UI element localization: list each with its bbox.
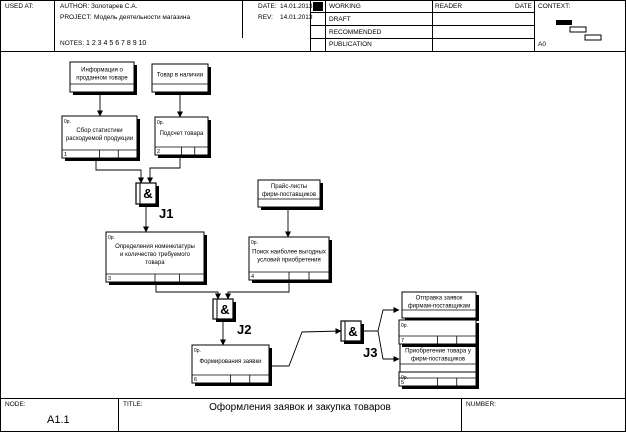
connector-arrow: [361, 330, 400, 362]
doc-send-orders-label: Отправка заявок: [416, 296, 463, 302]
number-label: NUMBER:: [466, 401, 496, 408]
project-label: PROJECT:: [60, 14, 92, 21]
j2-junction: &J2: [212, 298, 251, 337]
project-value: Модель деятельности магазина: [94, 14, 191, 21]
doc-send-orders-label: фирмам-поставщикам: [408, 304, 471, 310]
doc-price-lists-label: фирм-поставщиков: [262, 192, 316, 198]
act-4-tag: 0р.: [251, 240, 258, 246]
doc-buy-goods: Приобретение товара у фирм-поставщиков: [399, 343, 479, 375]
act-2-number: 2: [157, 149, 160, 155]
reader-date-label: DATE: [515, 3, 532, 10]
act-7: 0р. 7: [398, 319, 479, 347]
connector-arrow: [147, 155, 181, 184]
act-6: 0р. 6 Формирования заявки: [191, 344, 272, 386]
connector-arrow: [155, 282, 221, 300]
context-label: CONTEXT:: [538, 3, 571, 10]
act-2-tag: 0р.: [157, 120, 164, 126]
act-5-tag: 0р.: [401, 375, 408, 381]
act-4-label: условий приобретения: [257, 257, 321, 264]
act-3: 0р. 3 Определения номенклатуры и количество…: [105, 231, 207, 285]
act-1-label: Сбор статистики: [76, 128, 122, 134]
j1-symbol: &: [143, 186, 152, 201]
act-3-tag: 0р.: [108, 235, 115, 241]
act-5-number: 5: [401, 380, 404, 386]
connector-arrow: [95, 158, 144, 184]
status-draft: DRAFT: [329, 16, 351, 23]
doc-price-lists-label: Прайс-листы: [271, 183, 307, 190]
act-2-label: Подсчет товара: [160, 131, 204, 137]
doc-sales-info: Информация о проданном товаре: [69, 61, 137, 95]
act-3-label: и количество требуемого: [120, 252, 191, 258]
act-2: 0р. 2 Подсчет товара: [154, 116, 211, 158]
author-value: Золотарев С.А.: [91, 3, 138, 10]
working-status-marker: [313, 2, 323, 11]
status-publication: PUBLICATION: [329, 41, 372, 48]
connector-arrow: [225, 280, 290, 300]
status-working: WORKING: [329, 3, 361, 10]
j2-symbol: &: [220, 302, 229, 317]
shapes: Информация о проданном товаре Товар в нали…: [61, 61, 479, 389]
arrows: [95, 92, 400, 367]
context-thumbnail: [556, 20, 602, 41]
j3-junction: &J3: [340, 320, 377, 360]
j2-label: J2: [237, 322, 251, 337]
act-6-number: 6: [194, 377, 197, 383]
act-7-number: 7: [401, 338, 404, 344]
j3-label: J3: [363, 345, 377, 360]
reader-label: READER: [435, 3, 463, 10]
author-label: AUTHOR:: [60, 3, 90, 10]
doc-send-orders: Отправка заявок фирмам-поставщикам: [401, 291, 479, 321]
act-3-number: 3: [108, 276, 111, 282]
act-7-tag: 0р.: [401, 323, 408, 329]
act-4-label: Поиск наиболее выгодных: [252, 250, 326, 256]
node-label: NODE:: [5, 401, 26, 408]
doc-stock: Товар в наличии: [151, 63, 211, 95]
notes-label: NOTES:: [60, 40, 85, 47]
notes-value: 1 2 3 4 5 6 7 8 9 10: [86, 40, 147, 47]
connector-arrow: [361, 307, 400, 332]
connector-arrow: [269, 328, 342, 367]
rev-label: REV:: [258, 14, 273, 21]
date-label: DATE:: [258, 3, 277, 10]
date-value: 14.01.2013: [280, 3, 313, 10]
doc-sales-info-label: Информация о: [81, 68, 123, 74]
act-1-label: расходуемой продукции: [66, 135, 133, 142]
doc-buy-goods-label: фирм-поставщиков: [411, 357, 465, 363]
context-node: A0: [538, 41, 546, 48]
node-value: A1.1: [47, 414, 70, 426]
j1-junction: &J1: [135, 182, 173, 221]
status-recommended: RECOMMENDED: [329, 29, 382, 36]
act-3-label: товара: [145, 260, 165, 266]
title-label: TITLE:: [123, 401, 143, 408]
doc-stock-label: Товар в наличии: [157, 73, 203, 79]
doc-sales-info-label: проданном товаре: [76, 76, 128, 82]
act-4-number: 4: [251, 274, 254, 280]
j3-symbol: &: [348, 324, 357, 339]
j1-label: J1: [159, 206, 173, 221]
doc-price-lists: Прайс-листы фирм-поставщиков: [257, 179, 323, 210]
act-3-label: Определения номенклатуры: [115, 244, 195, 250]
act-6-tag: 0р.: [194, 348, 201, 354]
diagram-title: Оформления заявок и закупка товаров: [209, 402, 391, 413]
act-6-label: Формирования заявки: [200, 359, 262, 365]
doc-buy-goods-label: Приобретение товара у: [405, 349, 471, 355]
act-1-number: 1: [64, 152, 67, 158]
rev-value: 14.01.2013: [280, 14, 313, 21]
act-1-tag: 0р.: [64, 119, 71, 125]
used-at-label: USED AT:: [5, 3, 34, 10]
act-5: 0р.5: [398, 371, 479, 389]
